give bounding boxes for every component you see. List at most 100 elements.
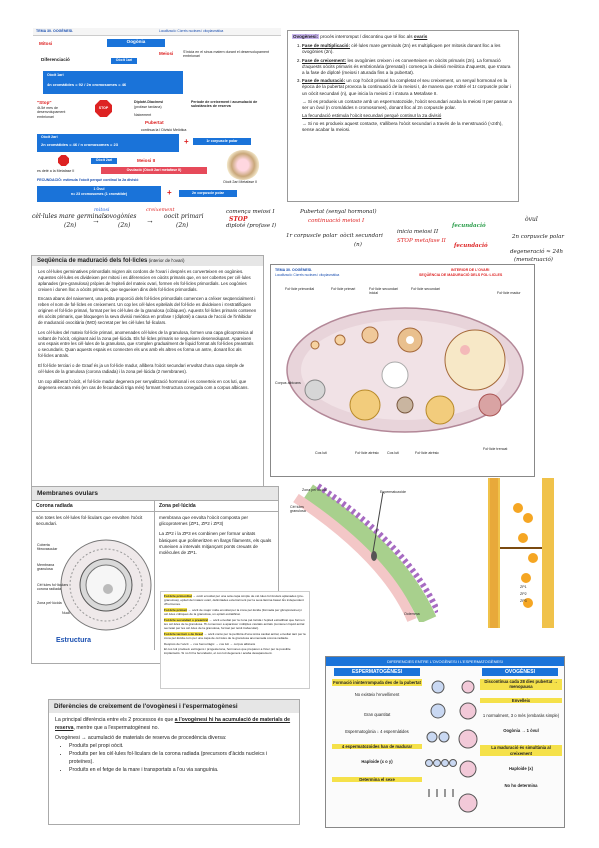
plus-icon: + [184, 137, 189, 146]
ovary-label: Fol·licle secundari [411, 287, 440, 291]
ovogenesi-title: Ovogènesi: [292, 34, 320, 39]
compare-right-item: No ho determina [504, 783, 538, 788]
seq-p4: El fol·licle terciari o de Graaf és ja u… [38, 363, 245, 374]
follicle-notes: Fol·licle primordial → oòcit envoltat pe… [160, 591, 310, 689]
ovary-label: Fol·licle atrèsic [415, 451, 439, 455]
zp-label-oolema: Oolemma [404, 612, 420, 616]
hw-continuacio: continuació meiosi I [308, 218, 365, 224]
membranes-col2: Zona pel·lúcida membrana que envolta l'o… [155, 501, 278, 650]
ovary-label: Fol·licle primari [331, 287, 356, 291]
hw-arrow-2-icon: → [146, 216, 154, 225]
seq-p3: Les cèl·lules del mateix fol·licle prima… [38, 329, 254, 359]
ovogenesi-arrow2: → Si no es produeix aquest contacte, s'a… [302, 121, 503, 133]
ovogenesi-intro-ovaris: ovaris [413, 34, 428, 39]
hw-oocit-sec-ploidy: (n) [354, 242, 362, 248]
compare-right-item: Envelleix [480, 697, 562, 703]
oocit2-box: Oòcit 2ari 2n cromàtides = 46 / n cromos… [37, 134, 179, 152]
ovogenesi-intro-text: procés interromput / discontinu que té l… [319, 34, 414, 39]
list-item: Fase de maduració: un cop l'oòcit primar… [302, 78, 514, 97]
hw-cells: cèl·lules mare germinals [32, 213, 107, 220]
struct-label: Zona pel·lúcida [37, 601, 62, 605]
oogenesis-diagram: TEMA 30. OOGÈNESI. Localització: Còrrels… [33, 28, 281, 208]
note-item: Fol·licle primordial → oòcit envoltat pe… [164, 594, 304, 607]
note-end: El cos luti produeix estrògens i progest… [164, 647, 291, 656]
ovul-title: 1 Òvul [93, 187, 105, 191]
diferencies-body: La principal diferència entre els 2 proc… [49, 713, 299, 777]
zp-label-z2: ZP2 [520, 592, 527, 596]
hw-oocit-sec: oòcit secundari [340, 233, 383, 239]
col1-text: són totes les cèl·lules fol·liculars que… [36, 515, 143, 527]
hw-mitosi: mitosi [94, 207, 110, 213]
ovary-diagram: TEMA 30. OOGÈNESI. Localització: Còrrels… [270, 264, 535, 477]
compare-right-item: Discontínua cada 28 dies pubertat → meno… [480, 679, 562, 690]
col2-text: membrana que envolta l'oòcit composta pe… [159, 515, 248, 527]
zp-label-z1: ZP1 [520, 585, 527, 589]
ovogenesi-intro: Ovogènesi: procés interromput / disconti… [292, 34, 514, 40]
seq-body: Les cèl·lules germinatives primordials m… [32, 266, 263, 393]
hw-menstru: (menstruació) [514, 257, 553, 263]
col1-head: Corona radiada [32, 501, 154, 512]
seq-title: Seqüència de maduració dels fol·licles [37, 258, 148, 264]
ovul-crom: n= 23 cromosomes (1 cromàtide) [70, 192, 128, 197]
cell-division-illustration [425, 680, 478, 813]
diferencies-title: Diferències de creixement de l'ovogènesi… [49, 700, 299, 713]
hw-fec-no: fecundació [454, 243, 488, 249]
ovary-illustration [286, 307, 524, 433]
oocit2-crom: 2n cromàtides = 46 / n cromosomes = 23 [41, 142, 118, 148]
compare-right-col: Discontínua cada 28 dies pubertat → meno… [480, 679, 562, 788]
oocit2b-box: Oòcit 2ari [91, 158, 117, 164]
list-item: Produïts pel propi oòcit. [69, 742, 293, 750]
diferencies-p2: Ovogènesi → acumulació de materials de r… [55, 735, 227, 742]
struct-label: Membrana granulosa [37, 563, 55, 572]
ovul-box: 1 Òvul n= 23 cromosomes (1 cromàtide) [37, 186, 161, 202]
zp-label-zp: Zona pel·lúcida [302, 488, 327, 492]
ovary-label: Fol·licle primordial [285, 287, 315, 291]
membranes-title: Membranes ovulars [32, 487, 278, 500]
compare-left-item: Gran quantitat [363, 711, 391, 717]
oocit1-title: Oòcit 1ari [47, 73, 64, 77]
hw-fec-yes: fecundació [452, 223, 486, 229]
hw-creix: creixement [146, 207, 175, 213]
compare-left-item: Formació ininterrompuda des de la pubert… [332, 679, 422, 687]
oocit1-crom: 4n cromàtides = 92 / 2n cromosomes = 46 [47, 82, 127, 88]
hw-ovul: òvul [525, 216, 538, 223]
ovary-label: Cos luti [387, 451, 399, 455]
hw-oocit-primari: oocit primari [164, 213, 204, 220]
list-item: Produïts en el fetge de la mare i transp… [69, 766, 293, 774]
seq-p5: Un cop alliberat l'oòcit, el fol·licle m… [38, 378, 249, 390]
compare-right-item: La maduració és simultània al creixement [480, 745, 562, 756]
oocit2-title: Oòcit 2ari [41, 135, 58, 139]
hw-oocit-ploidy: (2n) [176, 222, 189, 229]
handwritten-flow: cèl·lules mare germinals (2n) mitosi → o… [0, 207, 599, 266]
zp-filament-illustration [488, 478, 554, 628]
meiosi2-label: Meiosi II [137, 158, 156, 163]
oocit1-crom-box: Oòcit 1ari 4n cromàtides = 92 / 2n cromo… [43, 71, 183, 94]
diferencies-list: Produïts pel propi oòcit. Produïts per l… [55, 742, 293, 774]
diagram-header-bar [33, 28, 281, 36]
hw-ovogonies-ploidy: (2n) [118, 222, 131, 229]
diferencies-box: Diferències de creixement de l'ovogènesi… [48, 699, 300, 825]
membranes-table: Corona radiada són totes les cèl·lules f… [32, 500, 278, 650]
ovary-header-sub: Localització: Còrrels nuclears i citopla… [275, 273, 340, 277]
ovogenesi-list: Fase de multiplicació: cèl·lules mare ge… [292, 43, 514, 97]
hw-cells-ploidy: (2n) [64, 222, 77, 229]
hw-stop: STOP [229, 216, 248, 223]
diferencies-p1: La principal diferència entre els 2 proc… [55, 717, 291, 732]
corpuscle2-box: 2n corpuscle polar [179, 190, 237, 197]
zp-label-gran: Cèl·lules granulosa [290, 505, 306, 514]
continua1-label: continua la I Divisió Meiòtica [141, 128, 187, 132]
struct-label: Nucli [62, 611, 70, 615]
fecundacio-label: FECUNDACIÓ: estimula l'oòcit perquè cont… [37, 178, 139, 182]
hw-comenca: comença meiosi I [226, 209, 275, 215]
ovary-label: Corpus albicans [275, 381, 301, 385]
diferenciacio-label: Diferenciació [41, 57, 70, 62]
stop-note: 4t-5è mes de desenvolupament embrionari [37, 106, 66, 119]
zp-label-z3: ZP3 [520, 599, 527, 603]
hw-corpuscle1: 1r corpuscle polar [286, 233, 338, 239]
pubertat-label: Pubertat [145, 120, 164, 125]
hw-corp2: 2n corpuscle polar [512, 234, 565, 240]
hw-ovogonies: ovogònies [106, 213, 137, 220]
seq-box: Seqüència de maduració dels fol·licles (… [31, 255, 264, 490]
zp-label-esp: Espermatozoide [380, 490, 406, 494]
ovulacio-box: Ovulació (Oòcit 2ari metafase II) [101, 167, 207, 174]
